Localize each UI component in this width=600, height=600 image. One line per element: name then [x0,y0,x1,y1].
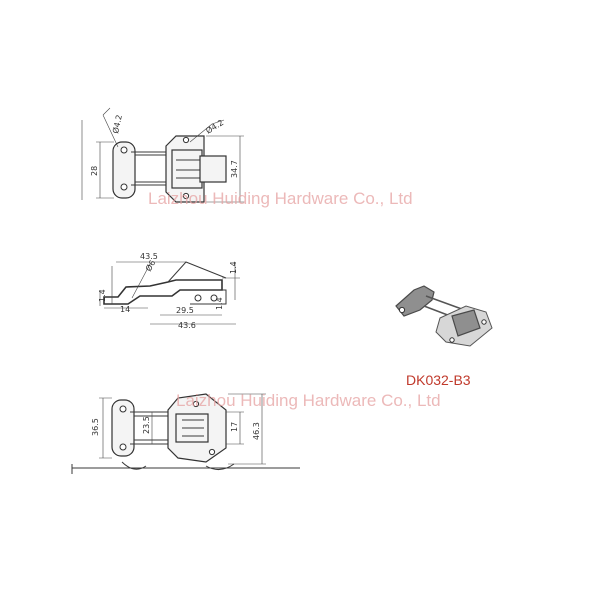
dim-line-28 [96,141,114,199]
photo-base-hole [398,306,406,314]
dim-34-7: 34.7 [230,160,239,178]
bottom-base-hole-2 [119,443,127,451]
top-hasp-ribs [176,159,200,179]
top-hasp-lever [171,149,203,189]
dim-23-5: 23.5 [142,416,151,434]
product-photo [395,285,493,347]
top-base-plate [112,141,136,199]
dim-line-36-5 [99,397,112,459]
bottom-hasp-ribs [182,419,204,437]
top-base-hole-1 [120,146,128,154]
dim-29-5: 29.5 [176,306,194,315]
top-hasp-hole-2 [182,192,190,200]
watermark-top: Laizhou Huiding Hardware Co., Ltd [148,189,413,208]
dim-leader-b [189,119,225,143]
photo-hasp-hole-1 [449,337,455,343]
dim-1-4-b: 1.4 [229,261,238,274]
bottom-hasp-hole-1 [192,400,200,408]
dim-36-5: 36.5 [91,418,100,436]
top-view: Ø4.2 Ø4.2 28 34.7 [81,107,244,203]
photo-hasp-hole-2 [481,319,487,325]
dim-dia-b: Ø4.2 [204,117,225,136]
top-hasp-tongue [199,155,227,183]
dim-17: 17 [230,422,239,432]
top-base-hole-2 [120,183,128,191]
bottom-arc-right [205,463,235,470]
dim-1-4-c: 1.4 [215,297,224,310]
bottom-wire [130,411,176,445]
dim-dia6: Ø6 [143,258,157,273]
dim-line-34-7 [206,135,244,203]
side-hole-2 [210,294,218,302]
bottom-arc-left [121,461,147,470]
dim-43-5: 43.5 [140,252,158,261]
dim-28: 28 [90,166,99,176]
dim-line-17 [226,411,244,445]
dim-46-3: 46.3 [252,422,261,440]
dim-43-6: 43.6 [178,321,196,330]
bottom-base-plate [111,399,135,457]
side-keeper [190,289,227,305]
dim-line-43-5 [111,261,186,304]
dim-1-4-a: 1.4 [98,289,107,302]
dim-line-46-3 [228,393,266,465]
dim-leader-a [102,107,119,148]
side-view: 43.5 Ø6 1.4 1.4 14 29.5 1.4 43.6 [98,252,240,330]
dim-dia-a: Ø4.2 [110,114,124,135]
dim-line-right-1-4 [222,262,240,300]
bottom-hasp-hole-2 [208,448,216,456]
side-wire [167,261,227,283]
dim-leader-dia6 [131,263,151,299]
photo-hasp-lever [451,309,481,337]
watermark-bottom: Laizhou Huiding Hardware Co., Ltd [176,391,441,410]
side-hole-1 [194,294,202,302]
model-label: DK032-B3 [406,372,471,388]
bottom-baseline [71,464,300,474]
bottom-view: 36.5 23.5 17 46.3 [71,393,300,474]
bottom-base-hole-1 [119,405,127,413]
dim-14: 14 [120,305,130,314]
top-hasp-hole-1 [182,136,190,144]
photo-base-plate [395,285,435,317]
side-profile [103,279,223,305]
